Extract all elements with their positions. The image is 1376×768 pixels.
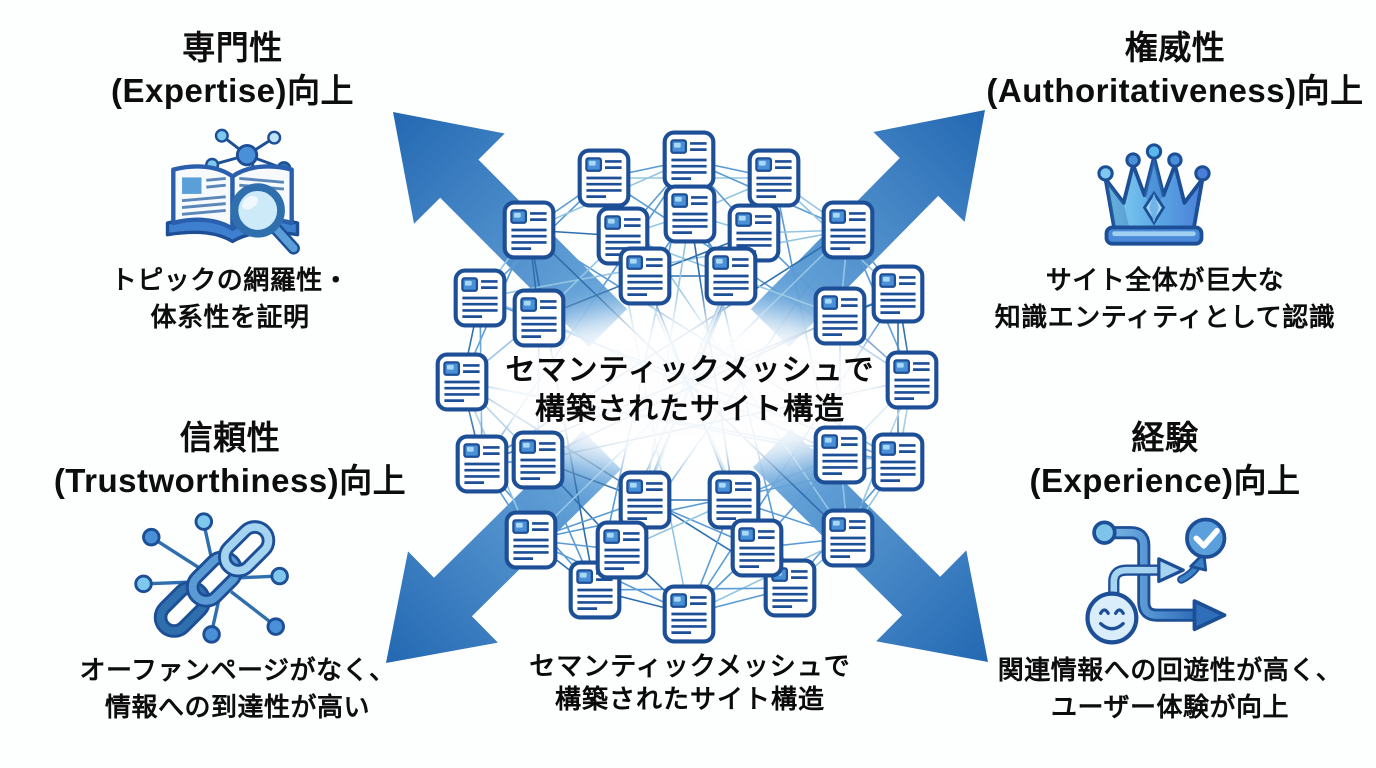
authoritativeness-description-line2: 知識エンティティとして認識 — [994, 302, 1336, 332]
bottom-caption-line2: 構築されたサイト構造 — [554, 684, 825, 714]
document-page-icon — [874, 267, 923, 322]
trustworthiness-description-line2: 情報への到達性が高い — [104, 692, 370, 722]
center-label-line2: 構築されたサイト構造 — [535, 393, 845, 426]
document-page-icon — [824, 511, 873, 566]
trustworthiness-title: 信頼性 (Trustworthiness)向上 — [20, 416, 440, 502]
document-page-icon — [621, 473, 670, 528]
document-page-icon — [515, 291, 564, 346]
trustworthiness-title-en: (Trustworthiness)向上 — [53, 462, 407, 499]
center-label: セマンティックメッシュで 構築されたサイト構造 — [440, 351, 940, 429]
authoritativeness-title: 権威性 (Authoritativeness)向上 — [975, 26, 1375, 112]
document-page-icon — [507, 513, 556, 568]
bottom-caption-line1: セマンティックメッシュで — [529, 651, 851, 681]
expertise-title-ja: 専門性 — [182, 29, 283, 66]
trustworthiness-description: オーファンページがなく、 情報への到達性が高い — [25, 652, 450, 726]
document-page-icon — [598, 523, 647, 578]
expertise-description: トピックの網羅性・ 体系性を証明 — [35, 262, 425, 336]
document-page-icon — [707, 249, 756, 304]
center-label-halo — [475, 308, 905, 472]
document-page-icon — [458, 437, 507, 492]
expand-arrow-bottom-left-icon — [386, 430, 621, 663]
center-label-line1: セマンティックメッシュで — [505, 354, 875, 387]
document-page-icon — [505, 203, 554, 258]
trustworthiness-description-line1: オーファンページがなく、 — [79, 655, 396, 685]
trustworthiness-title-ja: 信頼性 — [179, 419, 281, 456]
expertise-description-line2: 体系性を証明 — [150, 302, 310, 332]
authoritativeness-description-line1: サイト全体が巨大な — [1045, 265, 1285, 295]
experience-description: 関連情報への回遊性が高く、 ユーザー体験が向上 — [970, 652, 1370, 726]
document-page-icon — [750, 151, 799, 206]
authoritativeness-title-ja: 権威性 — [1124, 29, 1226, 66]
authoritativeness-title-en: (Authoritativeness)向上 — [986, 72, 1364, 109]
document-page-icon — [514, 433, 563, 488]
document-page-icon — [456, 271, 505, 326]
document-page-icon — [874, 435, 923, 490]
chain-link-network-icon — [134, 512, 289, 644]
authoritativeness-description: サイト全体が巨大な 知識エンティティとして認識 — [960, 262, 1370, 336]
user-journey-path-icon — [1085, 517, 1227, 645]
expertise-title: 専門性 (Expertise)向上 — [40, 26, 425, 112]
document-page-icon — [733, 521, 782, 576]
bottom-caption: セマンティックメッシュで 構築されたサイト構造 — [440, 650, 940, 716]
book-magnifier-knowledge-icon — [165, 128, 300, 255]
document-page-icon — [621, 249, 670, 304]
crown-icon — [1097, 143, 1211, 246]
expertise-title-en: (Expertise)向上 — [110, 72, 355, 109]
document-page-icon — [816, 289, 865, 344]
document-page-icon — [665, 587, 714, 642]
expertise-description-line1: トピックの網羅性・ — [110, 265, 350, 295]
experience-title-en: (Experience)向上 — [1029, 462, 1301, 499]
document-page-icon — [665, 133, 714, 188]
document-page-icon — [816, 428, 865, 483]
document-page-icon — [580, 151, 629, 206]
document-page-icon — [666, 187, 715, 242]
experience-description-line2: ユーザー体験が向上 — [1051, 692, 1289, 722]
experience-description-line1: 関連情報への回遊性が高く、 — [997, 655, 1343, 685]
experience-title: 経験 (Experience)向上 — [985, 416, 1345, 502]
experience-title-ja: 経験 — [1131, 419, 1199, 456]
document-page-icon — [824, 203, 873, 258]
